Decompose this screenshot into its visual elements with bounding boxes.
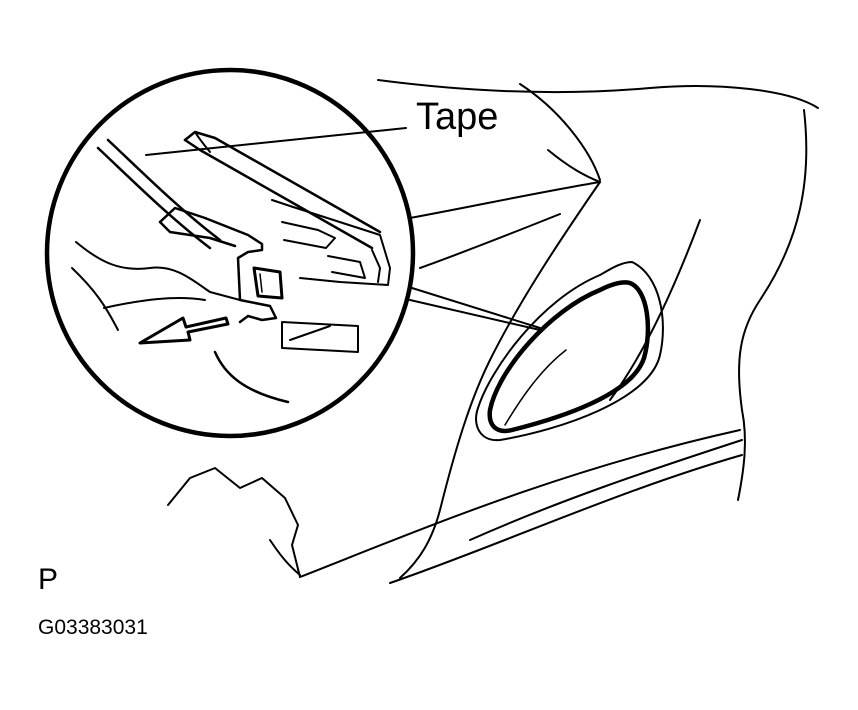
molding-strip-edge-1 bbox=[108, 140, 220, 240]
housing-back-panel bbox=[272, 200, 390, 285]
tape-callout-line bbox=[146, 128, 406, 155]
tape-callout-label: Tape bbox=[416, 96, 499, 138]
inner-body-line-3 bbox=[104, 298, 205, 308]
lamp-recess-outline bbox=[476, 262, 663, 440]
removal-direction-arrow bbox=[140, 318, 228, 343]
view-code-label: P bbox=[38, 563, 59, 596]
lower-body-line-1 bbox=[300, 430, 740, 577]
side-marker-lamp bbox=[476, 262, 663, 440]
clip-flange bbox=[160, 208, 276, 322]
lamp-lens-outline bbox=[490, 282, 648, 431]
magnifier-leaders bbox=[396, 283, 540, 330]
clip-tab bbox=[160, 222, 235, 246]
body-roof-line bbox=[520, 84, 600, 180]
tape-strip-fold bbox=[195, 132, 210, 152]
body-upper-contour bbox=[378, 80, 818, 108]
body-side-line bbox=[420, 214, 560, 268]
torn-edge-inner bbox=[270, 540, 300, 575]
inner-body-line-1 bbox=[76, 242, 240, 300]
lamp-lens-inner-curve bbox=[505, 350, 566, 425]
lower-body-line-2 bbox=[390, 455, 742, 583]
vehicle-body-outline bbox=[168, 80, 818, 583]
tape-strip-upper bbox=[185, 132, 380, 232]
body-right-edge bbox=[739, 110, 806, 410]
housing-window-1 bbox=[282, 222, 335, 248]
leader-line-lower bbox=[410, 300, 540, 330]
housing-rib bbox=[372, 250, 380, 282]
figure-id-label: G03383031 bbox=[38, 616, 148, 639]
detail-contents bbox=[72, 132, 390, 402]
frame-lower-fold bbox=[290, 326, 330, 340]
lower-body-line-3 bbox=[470, 440, 742, 540]
panel-main-sweep bbox=[400, 182, 600, 578]
body-shoulder-line bbox=[410, 182, 600, 218]
inner-body-line-2 bbox=[72, 268, 118, 330]
clip-slot-inner bbox=[260, 274, 262, 292]
housing-window-2 bbox=[328, 256, 365, 278]
clip-slot bbox=[254, 268, 282, 298]
body-pillar-line bbox=[548, 150, 600, 182]
body-right-curve bbox=[738, 410, 745, 500]
torn-edge-outline bbox=[168, 468, 300, 577]
panel-inner-sweep bbox=[610, 220, 700, 400]
frame-lower-rect bbox=[282, 322, 358, 352]
detail-circle bbox=[47, 70, 413, 436]
inner-curve bbox=[215, 352, 288, 402]
leader-line-upper bbox=[396, 283, 540, 328]
molding-strip-edge-2 bbox=[98, 148, 210, 248]
